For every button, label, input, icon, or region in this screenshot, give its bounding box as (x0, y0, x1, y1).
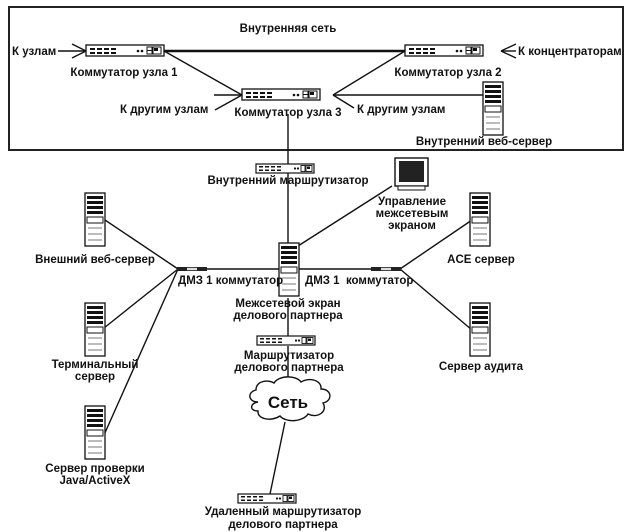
link-cloud-remote-router (269, 421, 286, 495)
remote-router-label-1: Удаленный маршрутизатор (205, 506, 362, 518)
fan-line (71, 50, 87, 59)
internal-router-icon (255, 163, 315, 174)
internal-links (58, 43, 517, 111)
firewall-icon (278, 242, 300, 297)
java-server-label-2: Java/ActiveX (60, 475, 131, 487)
ace-server-label: ACE сервер (447, 254, 515, 266)
dmz-switch-left-icon (177, 267, 207, 271)
link-sw2-sw3 (332, 50, 406, 96)
firewall-label-1: Межсетевой экран (235, 298, 340, 310)
link-dmz-external-web (101, 217, 179, 270)
to-other-nodes-right-label: К другим узлам (357, 104, 445, 116)
terminal-server-icon (84, 302, 106, 357)
switch-node-2-label: Коммутатор узла 2 (394, 67, 501, 79)
fan-line (71, 43, 87, 52)
firewall-management-label-2: межсетевым (376, 208, 449, 220)
java-server-icon (84, 405, 106, 460)
monitor-icon (394, 157, 429, 191)
partner-router-label-1: Маршрутизатор (244, 350, 334, 362)
partner-router-icon (256, 335, 316, 346)
fan-line (500, 50, 517, 59)
audit-server-icon (469, 302, 491, 357)
internal-network-title: Внутренняя сеть (240, 23, 337, 35)
internal-router-label: Внутренний маршрутизатор (207, 175, 368, 187)
network-cloud-icon (249, 376, 331, 422)
switch-node-2 (404, 44, 484, 57)
fan-line (500, 43, 517, 52)
remote-router-icon (237, 493, 297, 504)
partner-router-label-2: делового партнера (234, 362, 344, 374)
external-web-server-icon (84, 192, 106, 247)
internal-web-server-label: Внутренний веб-сервер (416, 136, 552, 148)
switch-node-3-label: Коммутатор узла 3 (234, 107, 341, 119)
link-dmz-java (103, 268, 179, 436)
internal-network-zone: Внутренняя сеть (8, 6, 624, 151)
link-dmz-terminal (103, 268, 179, 329)
switch-node-1-label: Коммутатор узла 1 (70, 67, 178, 79)
to-hubs-label: К концентраторам (518, 46, 622, 58)
firewall-management-label-3: экраном (388, 220, 436, 232)
internal-web-server-icon (482, 81, 504, 136)
to-nodes-label: К узлам (12, 46, 56, 58)
dmz-switch-right-icon (371, 267, 401, 271)
link-sw1-sw3 (163, 50, 243, 96)
switch-node-1 (85, 44, 165, 57)
ace-server-icon (469, 192, 491, 247)
firewall-management-label-1: Управление (378, 196, 446, 208)
terminal-server-label-1: Терминальный (52, 359, 139, 371)
link-to-other-nodes-right (332, 94, 355, 109)
firewall-label-2: делового партнера (233, 310, 343, 322)
dmz-switch-right-label: ДМЗ 1 коммутатор (305, 275, 413, 287)
network-cloud-label: Сеть (268, 393, 308, 412)
fan-line (214, 94, 243, 111)
terminal-server-label-2: сервер (75, 371, 115, 383)
link-dmz-ace (399, 219, 473, 270)
audit-server-label: Сервер аудита (439, 361, 524, 373)
remote-router-label-2: делового партнера (228, 519, 338, 531)
switch-node-3 (241, 88, 321, 101)
link-firewall-management (297, 185, 393, 247)
java-server-label-1: Сервер проверки (45, 463, 144, 475)
link-dmz-audit (399, 268, 473, 331)
dmz-switch-left-label: ДМЗ 1 коммутатор (178, 275, 283, 287)
to-other-nodes-left-label: К другим узлам (120, 104, 208, 116)
external-web-server-label: Внешний веб-сервер (35, 254, 155, 266)
internal-network-border (8, 6, 624, 151)
